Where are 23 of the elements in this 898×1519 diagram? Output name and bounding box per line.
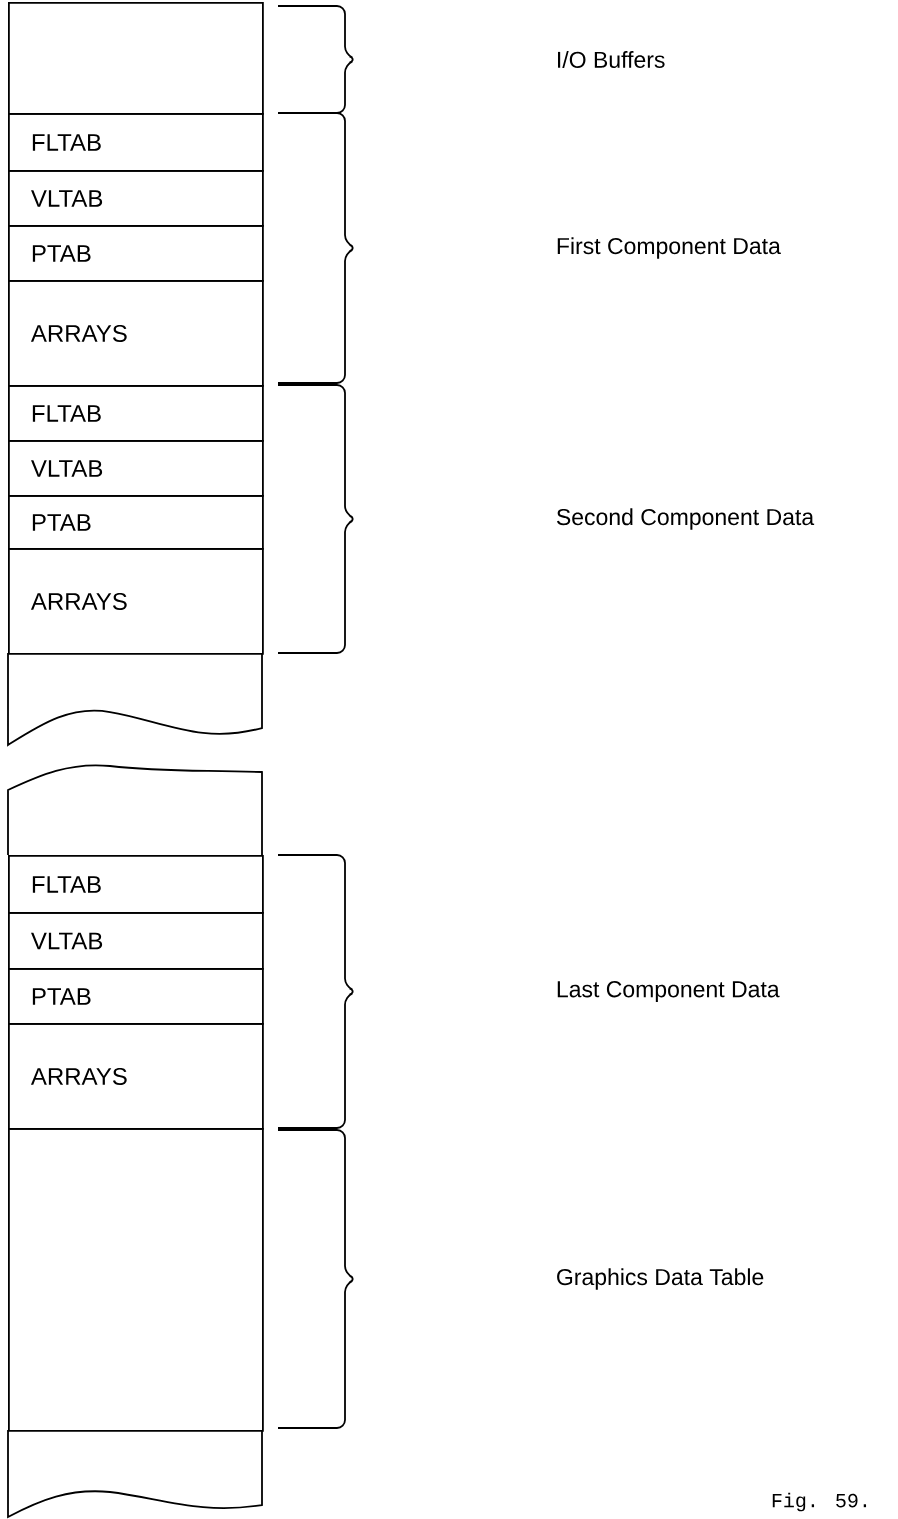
memory-cell: PTAB — [8, 495, 264, 550]
brace-label: Last Component Data — [557, 981, 780, 1002]
empty-cell — [7, 764, 263, 856]
memory-cell: ARRAYS — [8, 280, 264, 387]
memory-cell: VLTAB — [8, 440, 264, 497]
memory-cell: VLTAB — [8, 912, 264, 970]
brace-label: Graphics Data Table — [557, 1268, 764, 1290]
memory-cell: ARRAYS — [8, 548, 264, 655]
brace-label: I/O Buffers — [558, 51, 665, 68]
memory-cell: PTAB — [8, 225, 264, 282]
empty-cell — [8, 2, 264, 115]
empty-cell — [7, 652, 263, 746]
memory-cell: ARRAYS — [8, 1023, 264, 1130]
memory-cell: FLTAB — [8, 385, 264, 442]
memory-cell: FLTAB — [8, 855, 264, 914]
empty-cell — [8, 1128, 264, 1432]
memory-cell: FLTAB — [8, 113, 264, 172]
brace-label: Second Component Data — [556, 508, 815, 530]
figure-caption: Fig. 59. — [772, 1492, 867, 1512]
brace-label: First Component Data — [557, 237, 781, 259]
memory-cell: PTAB — [8, 968, 264, 1025]
memory-cell: VLTAB — [8, 170, 264, 227]
empty-cell — [7, 1429, 263, 1518]
